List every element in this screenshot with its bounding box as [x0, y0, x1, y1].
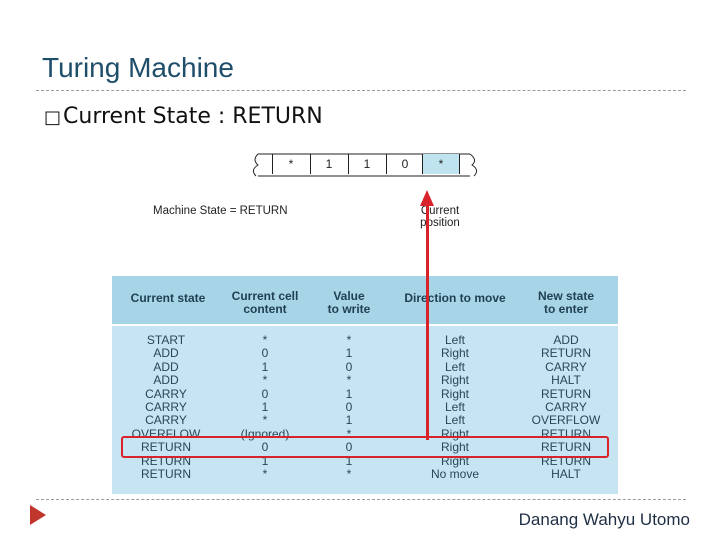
table-cell: * — [262, 467, 268, 482]
table-cell: 1 — [261, 359, 269, 374]
tape-cell: 1 — [348, 154, 385, 174]
table-cell: 0 — [261, 386, 269, 401]
table-cell: 1 — [345, 453, 353, 468]
header-new-state: New state to enter — [526, 290, 606, 316]
header-value-to-write: Value to write — [314, 290, 384, 316]
turing-tape: * 1 1 0 * — [248, 150, 480, 180]
table-cell: ADD — [553, 333, 579, 347]
table-cell: START — [146, 333, 186, 347]
table-cell: * — [346, 373, 352, 388]
table-cell: CARRY — [545, 400, 587, 415]
table-cell: Right — [440, 346, 469, 361]
bullet-current-state: □Current State : RETURN — [44, 104, 323, 129]
table-cell: 0 — [345, 440, 353, 455]
author-name: Danang Wahyu Utomo — [518, 510, 690, 529]
table-cell: 0 — [345, 359, 353, 374]
table-cell: Left — [444, 333, 465, 347]
slide-title: Turing Machine — [42, 52, 234, 83]
table-cell: Right — [440, 373, 469, 388]
pointer-arrow-head-icon — [420, 190, 434, 206]
table-cell: * — [346, 426, 352, 441]
bullet-icon: □ — [44, 107, 62, 128]
table-cell: CARRY — [545, 359, 587, 374]
table-cell: Left — [444, 413, 465, 428]
table-cell: CARRY — [145, 413, 187, 428]
header-current-cell: Current cell content — [222, 290, 308, 316]
table-cell: 1 — [261, 400, 269, 415]
header-direction: Direction to move — [394, 292, 516, 305]
highlight-row-box — [121, 436, 609, 458]
footer-divider — [36, 499, 686, 500]
table-cell: Left — [444, 400, 465, 415]
table-cell: RETURN — [541, 386, 591, 401]
table-cell: 0 — [261, 440, 269, 455]
current-position-label: Current position — [412, 205, 468, 229]
table-cell: 1 — [345, 386, 353, 401]
table-cell: RETURN — [541, 440, 591, 455]
header-current-state: Current state — [122, 292, 214, 305]
header-text: Direction to move — [404, 291, 506, 305]
table-cell: * — [346, 467, 352, 482]
table-cell: RETURN — [141, 467, 191, 482]
header-text: Value — [333, 289, 365, 303]
table-cell: ADD — [153, 346, 179, 361]
table-cell: RETURN — [541, 346, 591, 361]
table-cell: * — [262, 333, 268, 347]
pointer-arrow-shaft — [426, 204, 429, 440]
table-cell: * — [346, 333, 352, 347]
table-cell: CARRY — [145, 400, 187, 415]
table-cell: RETURN — [141, 440, 191, 455]
tape-cell-current: * — [422, 154, 460, 174]
table-cell: 1 — [345, 413, 353, 428]
header-text: content — [243, 302, 287, 316]
table-cell: * — [262, 413, 268, 428]
table-cell: Right — [440, 440, 469, 455]
table-header: Current state Current cell content Value… — [112, 276, 618, 326]
tape-cell: 1 — [310, 154, 347, 174]
current-position-line: position — [420, 217, 460, 229]
header-text: to write — [327, 302, 371, 316]
tape-cell: 0 — [386, 154, 423, 174]
header-text: Current state — [130, 291, 206, 305]
table-cell: HALT — [551, 373, 581, 388]
machine-state-label: Machine State = RETURN — [153, 205, 288, 217]
table-cell: ADD — [153, 373, 179, 388]
header-text: New state — [537, 289, 595, 303]
table-cell: OVERFLOW — [531, 413, 601, 428]
table-cell: ADD — [153, 359, 179, 374]
table-cell: 1 — [345, 346, 353, 361]
table-cell: CARRY — [145, 386, 187, 401]
current-state-text: Current State : RETURN — [63, 104, 323, 129]
header-text: to enter — [543, 302, 588, 316]
table-cell: Left — [444, 359, 465, 374]
transition-table: Current state Current cell content Value… — [112, 276, 618, 494]
current-position-line: Current — [420, 205, 460, 217]
title-divider — [36, 90, 686, 91]
table-cell: Right — [440, 386, 469, 401]
table-cell: HALT — [551, 467, 581, 482]
play-arrow-icon — [30, 505, 46, 525]
table-cell: No move — [430, 467, 480, 482]
table-cell: 0 — [261, 346, 269, 361]
tape-cell: * — [272, 154, 309, 174]
header-text: Current cell — [231, 289, 299, 303]
table-cell: 0 — [345, 400, 353, 415]
table-cell: 1 — [261, 453, 269, 468]
table-cell: * — [262, 373, 268, 388]
